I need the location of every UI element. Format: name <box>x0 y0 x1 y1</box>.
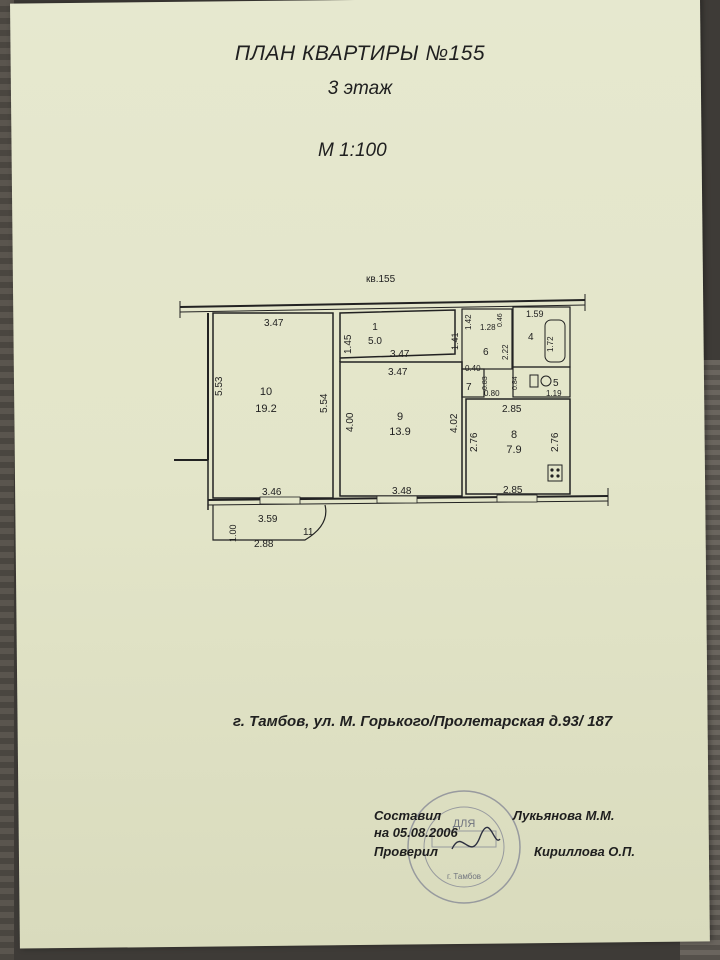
dim-0-83: 0.83 <box>482 376 489 390</box>
dim-2-85-bottom: 2.85 <box>503 485 523 496</box>
dim-3-47-r9: 3.47 <box>388 367 408 378</box>
room-1-outline <box>339 309 456 362</box>
compiled-name: Лукьянова М.М. <box>513 808 615 823</box>
dim-3-59: 3.59 <box>258 514 278 525</box>
room-9-area: 13.9 <box>389 426 410 438</box>
official-stamp: ДЛЯ г. Тамбов <box>407 790 521 904</box>
dim-1-00: 1.00 <box>228 524 238 542</box>
dim-2-76-left: 2.76 <box>469 432 480 452</box>
dim-0-80: 0.80 <box>484 389 500 398</box>
dim-1-42: 1.42 <box>464 314 473 330</box>
dim-1-72: 1.72 <box>546 336 555 352</box>
dim-3-46: 3.46 <box>262 487 282 498</box>
dim-4-02: 4.02 <box>449 413 460 433</box>
dim-2-22: 2.22 <box>501 344 510 360</box>
dim-1-59: 1.59 <box>526 309 544 319</box>
dim-3-47-top: 3.47 <box>264 318 284 329</box>
dim-0-40: 0.40 <box>465 364 481 373</box>
dim-1-19: 1.19 <box>546 389 562 398</box>
page-title: ПЛАН КВАРТИРЫ №155 <box>234 42 486 65</box>
dim-4-00: 4.00 <box>345 412 356 432</box>
room-11-number: 11 <box>303 527 314 538</box>
room-10-number: 10 <box>260 386 272 398</box>
room-8-outline <box>465 398 571 495</box>
dim-0-84: 0.84 <box>512 376 519 390</box>
stamp-city: г. Тамбов <box>447 872 481 881</box>
room-5-outline <box>512 366 571 398</box>
dim-1-41: 1.41 <box>450 332 460 350</box>
checked-name: Кириллова О.П. <box>534 844 635 859</box>
outer-wall-top-inner <box>179 304 586 313</box>
room-6-outline <box>461 308 513 370</box>
dim-3-48: 3.48 <box>392 486 412 497</box>
toilet-icon <box>540 375 552 387</box>
dim-3-47-hall: 3.47 <box>390 349 410 360</box>
sink-icon <box>529 374 539 388</box>
balcony-11-outline <box>212 504 327 541</box>
floor-label: 3 этаж <box>327 78 393 99</box>
dim-1-28: 1.28 <box>480 323 496 332</box>
compiled-label: Составил <box>374 808 442 823</box>
table-edge-left <box>0 0 14 960</box>
apartment-label: кв.155 <box>366 274 396 285</box>
window-room-10 <box>259 496 301 505</box>
outer-wall-top <box>179 299 586 308</box>
room-9-number: 9 <box>397 411 403 423</box>
dim-2-85-top: 2.85 <box>502 404 522 415</box>
scale-label: М 1:100 <box>318 140 387 161</box>
stamp-center-text: ДЛЯ <box>453 818 476 830</box>
window-room-9 <box>376 495 418 504</box>
bathtub-icon <box>544 319 566 363</box>
room-1-area: 5.0 <box>368 336 382 347</box>
address-line: г. Тамбов, ул. М. Горького/Пролетарская … <box>233 713 613 730</box>
handwritten-signature <box>451 826 501 850</box>
room-10-area: 19.2 <box>255 403 276 415</box>
room-8-area: 7.9 <box>506 444 521 456</box>
room-5-number: 5 <box>553 378 559 389</box>
dim-1-45: 1.45 <box>343 334 354 354</box>
room-8-number: 8 <box>511 429 517 441</box>
dim-5-53: 5.53 <box>214 376 225 396</box>
stove-icon <box>547 464 563 482</box>
room-4-number: 4 <box>528 332 534 343</box>
dim-5-54: 5.54 <box>319 393 330 413</box>
room-6-number: 6 <box>483 347 489 358</box>
room-7-outline <box>461 368 485 398</box>
checked-label: Проверил <box>374 844 438 859</box>
dim-2-88: 2.88 <box>254 539 274 550</box>
window-room-8 <box>496 494 538 503</box>
room-1-number: 1 <box>372 322 378 333</box>
dim-0-46: 0.46 <box>497 313 504 327</box>
dim-2-76-right: 2.76 <box>550 432 561 452</box>
compiled-date: на 05.08.2006 <box>374 825 458 840</box>
room-7-number: 7 <box>466 382 472 393</box>
